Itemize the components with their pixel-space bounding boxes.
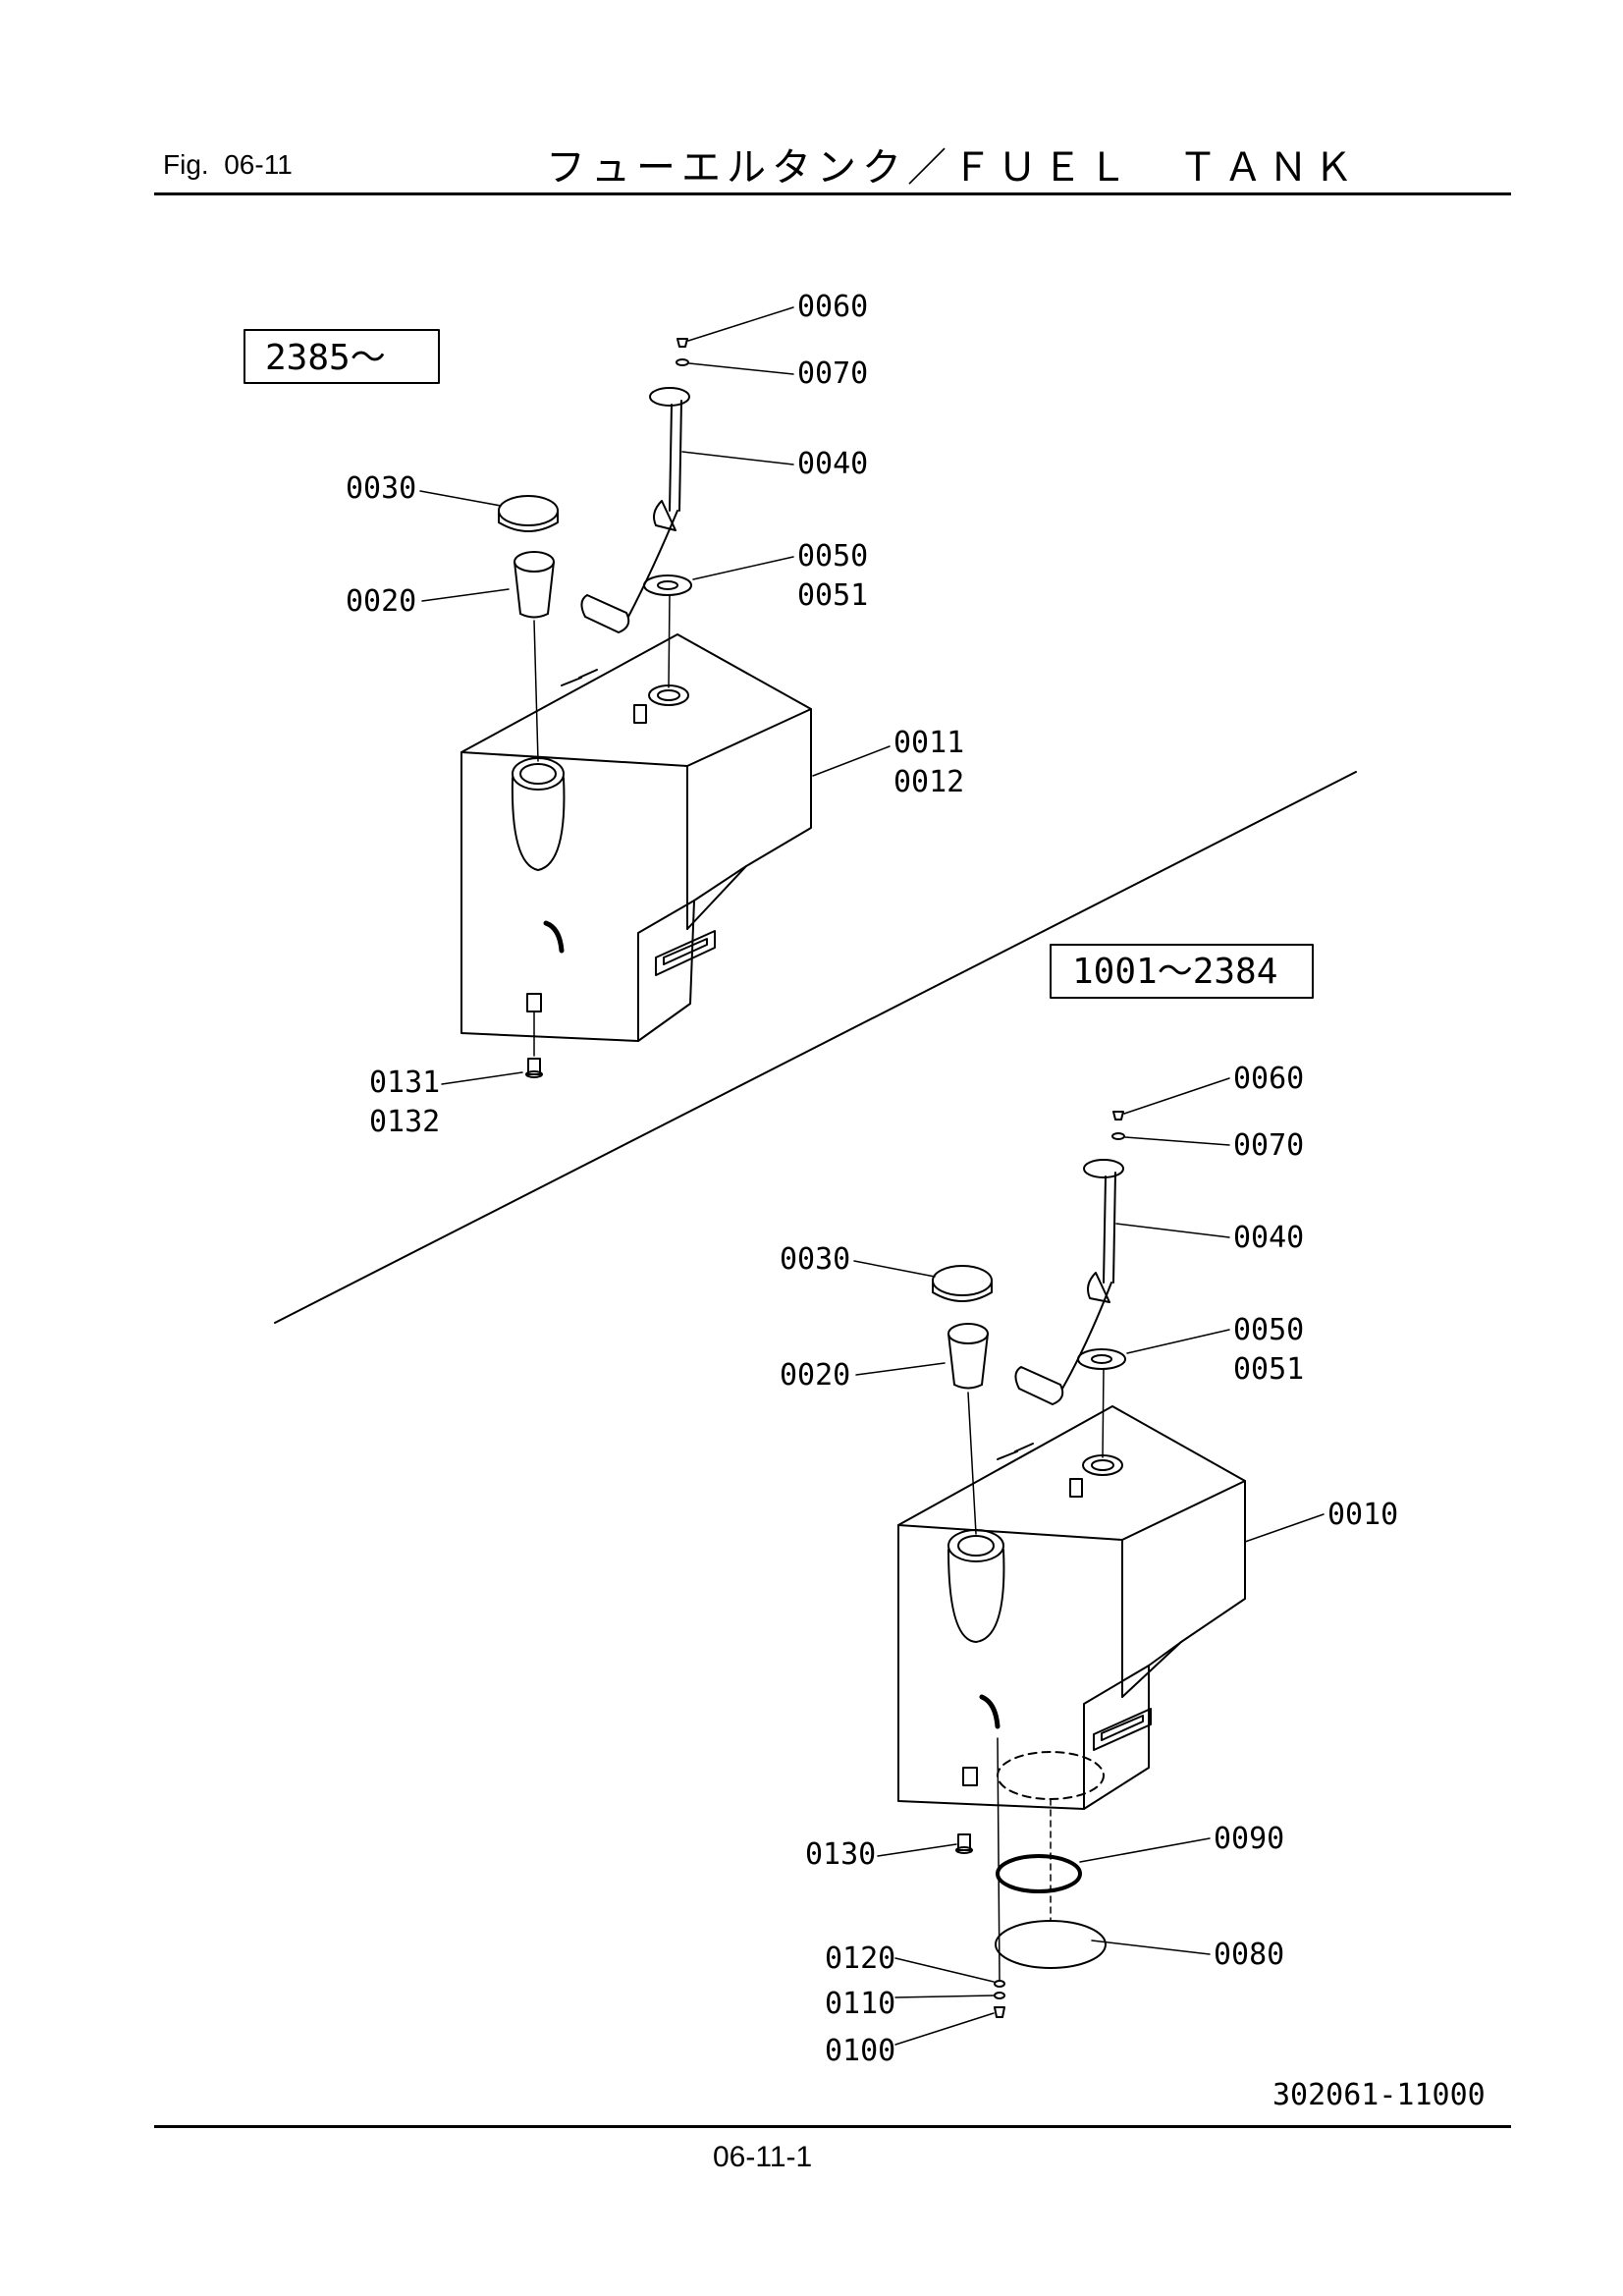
callout-0011-top: 0011 bbox=[893, 726, 964, 760]
top-diagram bbox=[243, 306, 891, 1085]
callout-0132-top: 0132 bbox=[369, 1105, 440, 1139]
top-serial-box bbox=[243, 329, 440, 384]
callout-0012-top: 0012 bbox=[893, 765, 964, 799]
callout-0040-top: 0040 bbox=[797, 447, 868, 481]
bottom-diagram bbox=[853, 944, 1325, 2046]
bottom-serial-box bbox=[1050, 944, 1314, 999]
callout-0100-bottom: 0100 bbox=[825, 2034, 895, 2068]
callout-0051-bottom: 0051 bbox=[1233, 1352, 1304, 1387]
callout-0110-bottom: 0110 bbox=[825, 1987, 895, 2021]
callout-0051-top: 0051 bbox=[797, 578, 868, 613]
page-title: フューエルタンク／ＦＵＥＬ ＴＡＮＫ bbox=[546, 145, 1359, 191]
bottom-leader-lines bbox=[853, 1077, 1325, 2046]
callout-0050-bottom: 0050 bbox=[1233, 1313, 1304, 1347]
callout-0050-top: 0050 bbox=[797, 539, 868, 574]
figure-number: Fig. 06-11 bbox=[163, 149, 293, 180]
divider-line bbox=[274, 771, 1357, 1324]
callout-0060-top: 0060 bbox=[797, 290, 868, 324]
footer-rule bbox=[154, 2125, 1511, 2128]
callout-0120-bottom: 0120 bbox=[825, 1941, 895, 1976]
callout-0060-bottom: 0060 bbox=[1233, 1062, 1304, 1096]
drawing-number: 302061-11000 bbox=[1272, 2078, 1486, 2112]
top-parts bbox=[498, 338, 692, 1078]
callout-0030-bottom: 0030 bbox=[780, 1242, 850, 1277]
callout-0070-bottom: 0070 bbox=[1233, 1128, 1304, 1163]
callout-0010-bottom: 0010 bbox=[1327, 1498, 1398, 1532]
callout-0020-top: 0020 bbox=[346, 584, 416, 619]
callout-0090-bottom: 0090 bbox=[1214, 1822, 1284, 1856]
callout-0131-top: 0131 bbox=[369, 1066, 440, 1100]
bottom-fuel-tank bbox=[897, 1405, 1246, 1810]
top-fuel-tank bbox=[460, 633, 812, 1042]
callout-0070-top: 0070 bbox=[797, 356, 868, 391]
top-leader-lines bbox=[419, 306, 891, 1085]
callout-0030-top: 0030 bbox=[346, 471, 416, 506]
callout-0020-bottom: 0020 bbox=[780, 1358, 850, 1393]
callout-0130-bottom: 0130 bbox=[805, 1837, 876, 1872]
top-serial-range: 2385～ bbox=[265, 338, 386, 378]
header-rule bbox=[154, 192, 1511, 195]
callout-0080-bottom: 0080 bbox=[1214, 1938, 1284, 1972]
bottom-serial-range: 1001～2384 bbox=[1072, 952, 1277, 992]
bottom-parts bbox=[932, 1111, 1126, 2018]
page-number: 06-11-1 bbox=[713, 2141, 813, 2173]
callout-0040-bottom: 0040 bbox=[1233, 1221, 1304, 1255]
